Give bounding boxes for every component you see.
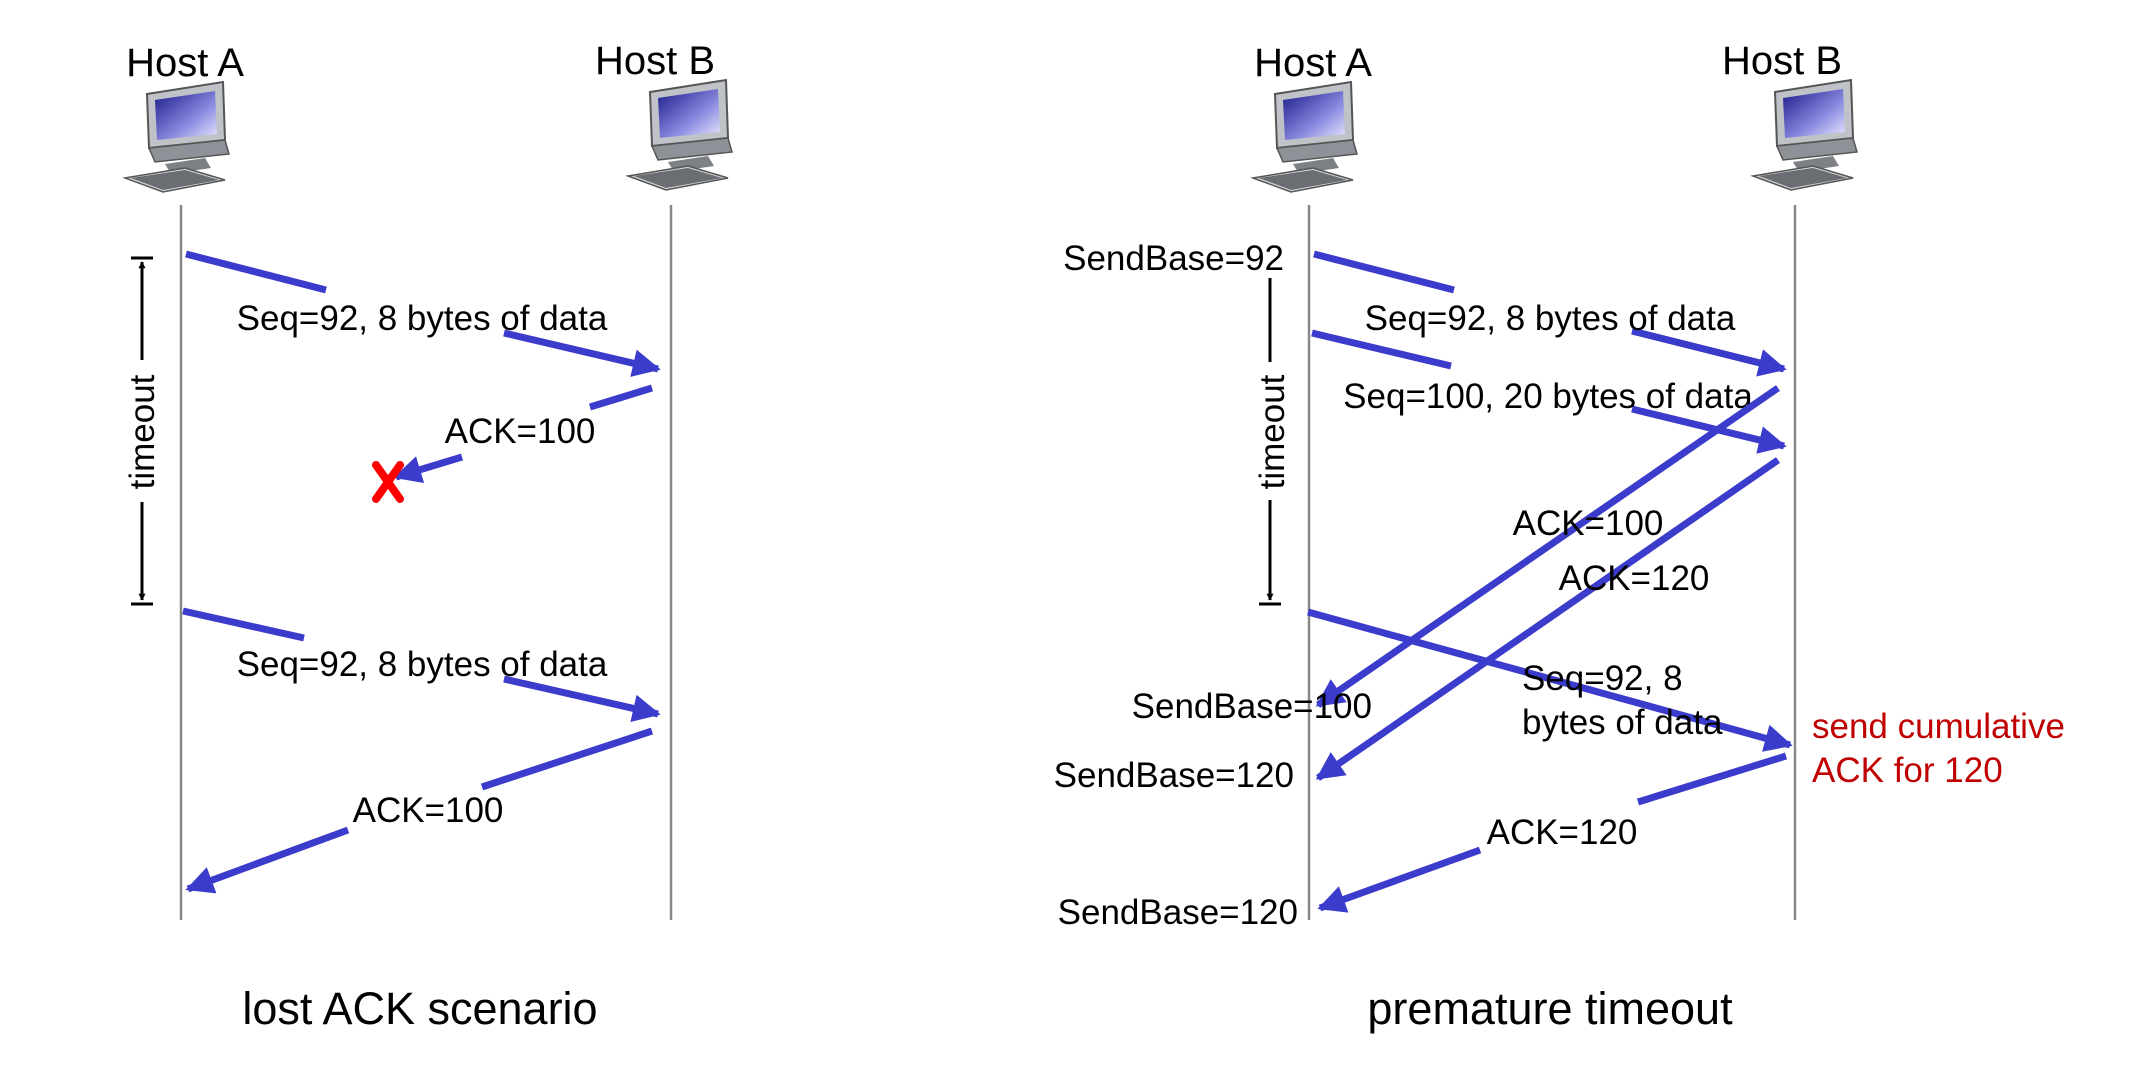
seq92-retransmit-label-line1: Seq=92, 8 [1522,659,1683,698]
timeout-bracket: timeout [123,256,162,606]
timeout-label: timeout [1253,374,1292,489]
computer-icon [627,79,733,191]
ack120-arrow [1315,457,1780,781]
host-b-label: Host B [1722,39,1842,83]
sendbase-92-label: SendBase=92 [1063,239,1284,278]
ack120-final-arrow [1317,752,1788,913]
seq92-segment-arrow [1313,250,1787,377]
ack120-final-label: ACK=120 [1487,813,1638,852]
caption-lost-ack: lost ACK scenario [242,983,597,1034]
ack120-label: ACK=120 [1559,559,1710,598]
ack100-label: ACK=100 [445,412,596,451]
lost-ack-diagram: Host A Host B timeout Seq=92, 8 bytes of… [123,39,733,1034]
seq92-retransmit-arrow [182,607,661,723]
host-a-label: Host A [126,41,244,85]
cumulative-ack-note-line2: ACK for 120 [1812,751,2003,790]
seq100-segment-arrow [1311,329,1787,454]
computer-icon [124,81,230,193]
premature-timeout-diagram: Host A Host B timeout SendBase=92 Seq=92… [1054,39,2065,1034]
host-a-label: Host A [1254,41,1372,85]
timeout-bracket: timeout [1253,278,1292,606]
ack100-second-arrow [185,727,654,894]
timeout-label: timeout [123,374,162,489]
seq92-retransmit-label: Seq=92, 8 bytes of data [237,645,608,684]
seq92-label: Seq=92, 8 bytes of data [237,299,608,338]
loss-x-icon [372,461,404,503]
seq92-label: Seq=92, 8 bytes of data [1365,299,1736,338]
cumulative-ack-note-line1: send cumulative [1812,707,2065,746]
ack100-second-label: ACK=100 [353,791,504,830]
ack100-arrow [1315,385,1780,708]
ack100-label: ACK=100 [1513,504,1664,543]
sendbase-120-label: SendBase=120 [1054,756,1294,795]
seq100-label: Seq=100, 20 bytes of data [1343,377,1753,416]
computer-icon [1252,81,1358,193]
sendbase-100-label: SendBase=100 [1132,687,1372,726]
caption-premature-timeout: premature timeout [1367,983,1733,1034]
sendbase-120-final-label: SendBase=120 [1058,893,1298,932]
seq92-segment-arrow [185,250,661,377]
host-b-label: Host B [595,39,715,83]
seq92-retransmit-arrow [1307,608,1793,752]
ack100-lost-arrow [393,384,654,484]
seq92-retransmit-label-line2: bytes of data [1522,703,1723,742]
computer-icon [1752,79,1858,191]
